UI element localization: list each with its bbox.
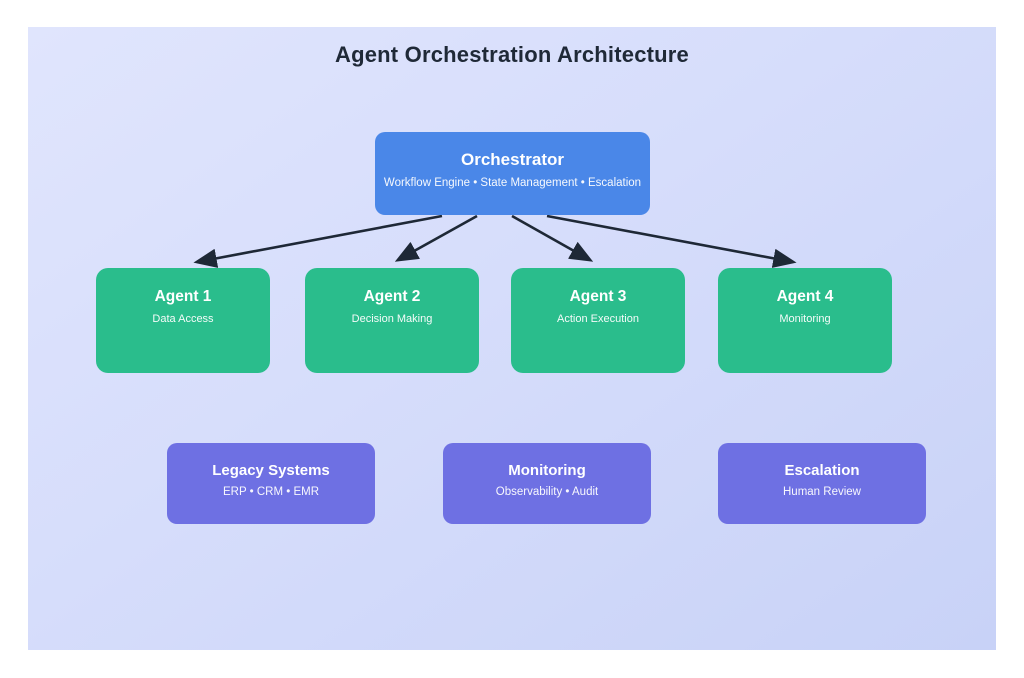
diagram-title: Agent Orchestration Architecture <box>335 42 689 67</box>
node-agent-3-subtitle: Action Execution <box>557 313 639 325</box>
node-monitoring-title: Monitoring <box>508 462 586 479</box>
node-agent-1-title: Agent 1 <box>154 288 212 305</box>
node-orchestrator-title: Orchestrator <box>461 150 564 169</box>
node-agent-4-subtitle: Monitoring <box>779 313 831 325</box>
node-agent-1-subtitle: Data Access <box>152 313 214 325</box>
node-escalation-subtitle: Human Review <box>783 486 861 498</box>
node-orchestrator-subtitle: Workflow Engine • State Management • Esc… <box>383 177 642 189</box>
node-agent-2: Agent 2 Decision Making <box>305 268 479 373</box>
node-orchestrator: Orchestrator Workflow Engine • State Man… <box>375 132 650 215</box>
node-agent-3: Agent 3 Action Execution <box>511 268 685 373</box>
node-monitoring: Monitoring Observability • Audit <box>443 443 651 524</box>
node-agent-3-title: Agent 3 <box>569 288 627 305</box>
node-legacy-systems-subtitle: ERP • CRM • EMR <box>222 486 319 498</box>
node-legacy-systems: Legacy Systems ERP • CRM • EMR <box>167 443 375 524</box>
node-agent-4-title: Agent 4 <box>776 288 834 305</box>
node-monitoring-subtitle: Observability • Audit <box>495 486 599 498</box>
node-agent-2-subtitle: Decision Making <box>351 313 433 325</box>
node-escalation-title: Escalation <box>784 462 860 479</box>
node-legacy-systems-title: Legacy Systems <box>212 462 330 479</box>
node-agent-4: Agent 4 Monitoring <box>718 268 892 373</box>
node-agent-1: Agent 1 Data Access <box>96 268 270 373</box>
node-escalation: Escalation Human Review <box>718 443 926 524</box>
node-agent-2-title: Agent 2 <box>363 288 421 305</box>
